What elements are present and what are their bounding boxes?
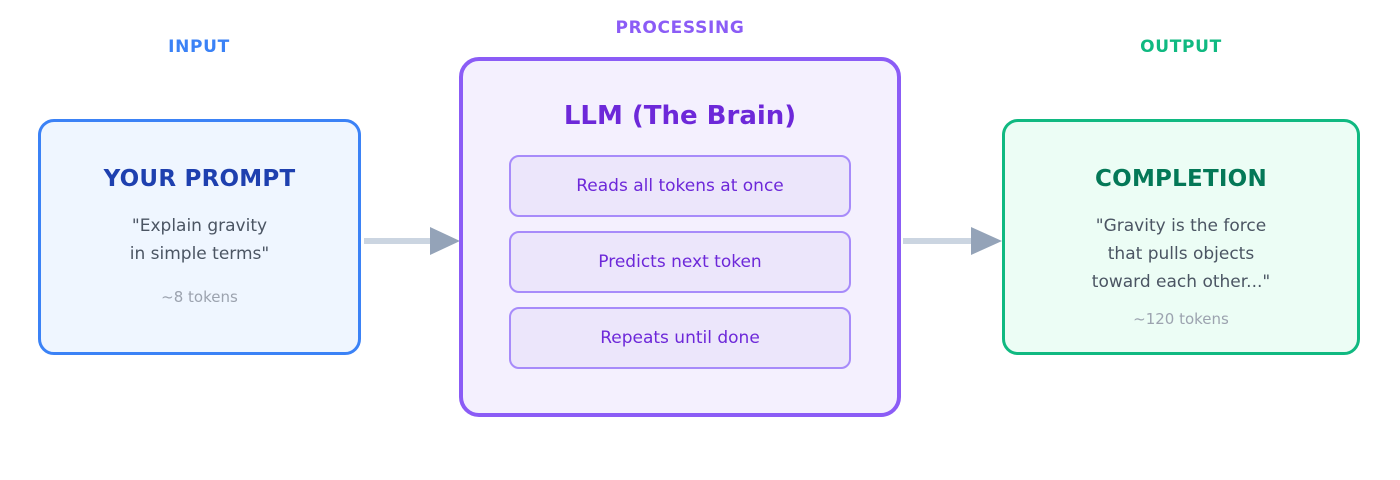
- section-label-processing: PROCESSING: [615, 18, 745, 38]
- processing-step-list: Reads all tokens at once Predicts next t…: [463, 155, 897, 369]
- arrow-right-icon: [364, 227, 460, 255]
- output-card-quote: "Gravity is the force that pulls objects…: [1091, 216, 1271, 292]
- arrow-right-icon: [903, 227, 1002, 255]
- output-card-token-count: ~120 tokens: [1133, 310, 1229, 328]
- input-card-quote: "Explain gravity in simple terms": [129, 216, 270, 264]
- input-card: YOUR PROMPT "Explain gravity in simple t…: [38, 119, 361, 355]
- processing-step-item[interactable]: Predicts next token: [509, 231, 851, 293]
- arrow-processing-to-output: [903, 225, 1003, 257]
- processing-step-item[interactable]: Repeats until done: [509, 307, 851, 369]
- processing-step-item[interactable]: Reads all tokens at once: [509, 155, 851, 217]
- processing-step-label: Reads all tokens at once: [576, 176, 784, 196]
- output-card-heading: COMPLETION: [1095, 166, 1267, 192]
- processing-card-title: LLM (The Brain): [563, 101, 797, 131]
- arrow-input-to-processing: [364, 225, 460, 257]
- processing-card: LLM (The Brain) Reads all tokens at once…: [459, 57, 901, 417]
- input-card-token-count: ~8 tokens: [161, 288, 238, 306]
- section-label-input: INPUT: [168, 37, 230, 57]
- output-card: COMPLETION "Gravity is the force that pu…: [1002, 119, 1360, 355]
- processing-step-label: Predicts next token: [598, 252, 762, 272]
- input-card-heading: YOUR PROMPT: [103, 166, 296, 192]
- section-label-output: OUTPUT: [1140, 37, 1222, 57]
- processing-step-label: Repeats until done: [600, 328, 760, 348]
